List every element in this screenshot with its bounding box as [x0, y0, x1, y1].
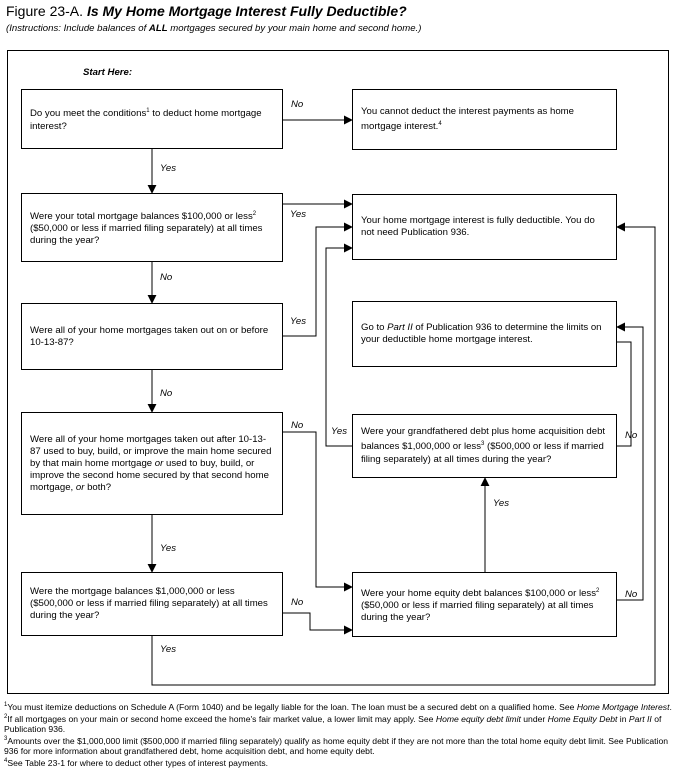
footnote-italic: Home Equity Debt [547, 713, 618, 724]
label-q1-yes: Yes [160, 163, 177, 174]
box-text: Do you meet the conditions1 to deduct ho… [30, 105, 274, 132]
footnote-italic: Home Mortgage Interest [576, 701, 670, 712]
footnote-text: . [669, 701, 672, 712]
box-text-italic: or [75, 481, 85, 493]
footnote-2: 2If all mortgages on your main or second… [4, 712, 672, 734]
label-q7-yes: Yes [493, 498, 510, 509]
footnote-4: 4See Table 23-1 for where to deduct othe… [4, 756, 672, 768]
footnote-ref: 3 [481, 441, 485, 448]
box-text-part: both? [84, 481, 112, 493]
label-q5-yes: Yes [331, 426, 348, 437]
footnote-number: 2 [4, 713, 8, 720]
box-text-part: Were your grandfathered debt plus home a… [361, 426, 606, 453]
question-box-before-10-13-87: Were all of your home mortgages taken ou… [21, 303, 283, 370]
box-text-part: ($500,000 or less if married filing sepa… [361, 441, 604, 465]
footnote-1: 1You must itemize deductions on Schedule… [4, 700, 672, 712]
box-text-italic: or [154, 457, 164, 469]
label-q3-yes: Yes [290, 316, 307, 327]
footnote-3: 3Amounts over the $1,000,000 limit ($500… [4, 734, 672, 756]
instructions-emphasis: ALL [148, 23, 168, 34]
box-text-part: Were all of your home mortgages taken ou… [30, 433, 272, 469]
footnote-text: under [520, 713, 548, 724]
question-box-total-balances: Were your total mortgage balances $100,0… [21, 193, 283, 262]
label-q7-no: No [625, 589, 638, 600]
footnote-number: 3 [4, 735, 8, 742]
flowchart-frame [7, 50, 669, 694]
box-text: Your home mortgage interest is fully ded… [361, 215, 608, 239]
figure-title: Figure 23-A. Is My Home Mortgage Interes… [6, 3, 407, 19]
result-box-cannot-deduct: You cannot deduct the interest payments … [352, 89, 617, 150]
box-text-italic: Part II [387, 322, 413, 333]
arrow-q6-no [283, 612, 353, 635]
footnote-text: See Table 23-1 for where to deduct other… [7, 757, 269, 768]
box-text: Were your grandfathered debt plus home a… [361, 426, 608, 465]
footnote-text: If all mortgages on your main or second … [7, 713, 436, 724]
footnote-ref: 4 [438, 120, 442, 127]
result-box-go-to-part-ii: Go to Part II of Publication 936 to dete… [352, 301, 617, 367]
label-q5-no: No [625, 430, 638, 441]
label-q4-no: No [291, 420, 304, 431]
box-text-part: Were the mortgage balances $1,000,000 or… [30, 586, 268, 621]
box-text-part: Your home mortgage interest is fully ded… [361, 215, 595, 238]
footnote-ref: 1 [146, 108, 150, 115]
box-text-part: to deduct home mortgage interest? [30, 108, 262, 132]
arrow-q6-yes [151, 222, 656, 686]
footnote-number: 4 [4, 757, 8, 764]
label-q3-no: No [160, 388, 173, 399]
instructions-text: (Instructions: Include balances of [6, 23, 149, 34]
figure-number: Figure 23-A. [6, 3, 84, 19]
box-text-part: Do you meet the conditions [30, 108, 147, 120]
footnote-text: in [617, 713, 629, 724]
label-q4-yes: Yes [160, 543, 177, 554]
footnote-ref: 2 [596, 587, 600, 594]
box-text-part: used to buy, build, or improve the secon… [30, 457, 269, 493]
arrow-q4-no [283, 431, 353, 592]
box-text: Were all of your home mortgages taken ou… [30, 325, 274, 349]
question-box-mortgage-balances-1m: Were the mortgage balances $1,000,000 or… [21, 572, 283, 636]
footnote-ref: 2 [252, 210, 257, 217]
question-box-grandfathered-debt: Were your grandfathered debt plus home a… [352, 414, 617, 478]
arrow-q5-yes [325, 243, 353, 447]
box-text-part: Go to [361, 322, 388, 333]
label-q6-yes: Yes [160, 644, 177, 655]
start-label: Start Here: [83, 67, 133, 78]
box-text-part: Were your home equity debt balances $100… [361, 588, 597, 600]
arrow-q3-yes [283, 222, 353, 337]
box-text: You cannot deduct the interest payments … [361, 106, 608, 133]
footnote-text: You must itemize deductions on Schedule … [7, 701, 577, 712]
box-text: Were all of your home mortgages taken ou… [30, 434, 274, 494]
box-text-part: Were all of your home mortgages taken ou… [30, 324, 269, 348]
footnotes: 1You must itemize deductions on Schedule… [4, 700, 672, 768]
footnote-italic: Home equity debt limit [435, 713, 521, 724]
question-box-after-10-13-87-use: Were all of your home mortgages taken ou… [21, 412, 283, 515]
box-text-part: ($50,000 or less if married filing separ… [30, 223, 263, 247]
box-text: Were your total mortgage balances $100,0… [30, 208, 274, 247]
label-q2-yes: Yes [290, 209, 307, 220]
box-text-part: ($50,000 or less if married filing separ… [361, 600, 594, 624]
figure-instructions: (Instructions: Include balances of ALL m… [6, 23, 421, 34]
box-text: Go to Part II of Publication 936 to dete… [361, 322, 608, 346]
box-text-part: of Publication 936 to determine the limi… [361, 322, 602, 345]
box-text: Were the mortgage balances $1,000,000 or… [30, 586, 274, 622]
footnote-number: 1 [4, 702, 8, 708]
question-box-home-equity-debt: Were your home equity debt balances $100… [352, 572, 617, 637]
question-box-meet-conditions: Do you meet the conditions1 to deduct ho… [21, 89, 283, 149]
result-box-fully-deductible: Your home mortgage interest is fully ded… [352, 194, 617, 260]
footnote-text: of Publication 936. [4, 713, 662, 734]
label-q2-no: No [160, 272, 173, 283]
arrow-q7-no [616, 322, 644, 601]
box-text-part: Were your total mortgage balances $100,0… [30, 211, 253, 223]
label-q1-no: No [291, 99, 304, 110]
instructions-text-end: mortgages secured by your main home and … [167, 23, 422, 34]
label-q6-no: No [291, 597, 304, 608]
arrow-q5-no [617, 341, 632, 447]
footnote-text: Amounts over the $1,000,000 limit ($500,… [4, 735, 669, 756]
footnote-italic: Part II [628, 713, 652, 724]
figure-heading: Is My Home Mortgage Interest Fully Deduc… [86, 3, 407, 19]
box-text: Were your home equity debt balances $100… [361, 585, 608, 624]
box-text-part: You cannot deduct the interest payments … [361, 105, 574, 133]
